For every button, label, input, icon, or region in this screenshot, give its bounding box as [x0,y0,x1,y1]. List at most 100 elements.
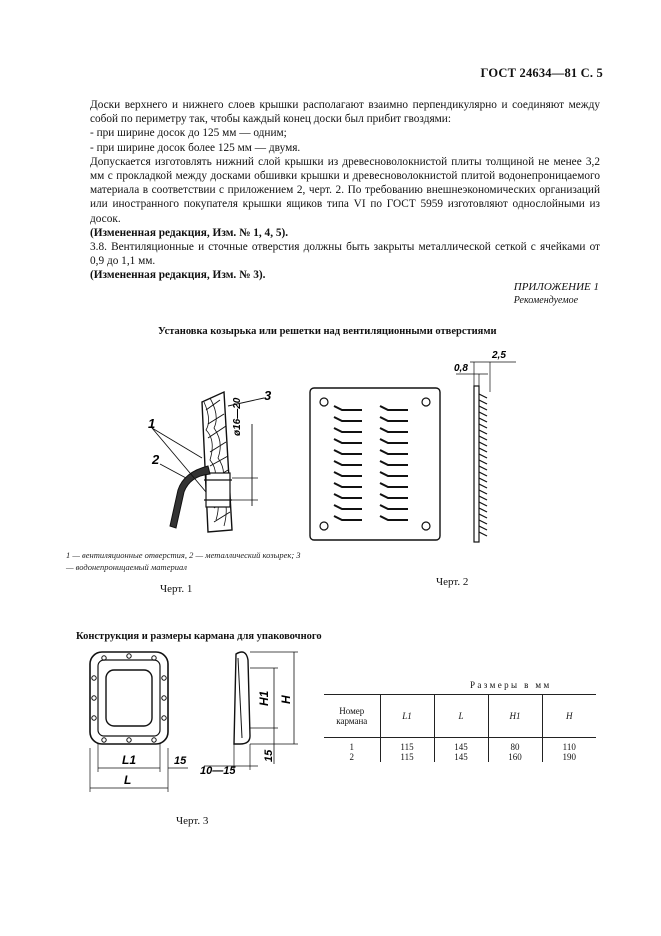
rivet [101,737,107,743]
dim-H: H [279,695,293,704]
dim-H1: H1 [257,690,271,706]
figure1-drawing: ø16—20 1 2 3 [148,388,272,533]
profile-louver [478,423,488,429]
dim-h15: 15 [263,749,275,762]
rivet [101,655,107,661]
paragraph-3: 3.8. Вентиляционные и сточные отверстия … [90,241,600,268]
profile-louver [478,465,488,471]
table-header-cell: L [434,694,489,738]
visor-shape [169,465,211,529]
figure1-caption: Черт. 1 [160,583,193,595]
louver-slot [333,416,362,422]
louver-slot [333,504,362,510]
profile-louver [478,435,488,441]
page-header: ГОСТ 24634—81 С. 5 [480,66,603,80]
profile-louver [478,501,488,507]
figure3-pocket-side: H1 H 15 10—15 [200,651,298,777]
louver-slot [333,460,362,466]
paragraph-2: Допускается изготовлять нижний слой крыш… [90,155,600,225]
table-cell: 190 [562,752,577,762]
profile-louver [478,507,488,513]
louver-slot [333,427,362,433]
rivet [151,655,157,661]
profile-louver [478,519,488,525]
body-text: Доски верхнего и нижнего слоев крышки ра… [90,98,600,283]
rivet [91,715,97,721]
table-header-cell: H [542,694,596,738]
rivet [91,695,97,701]
louver-slot [333,482,362,488]
profile-louver [478,525,488,531]
profile-louver [478,399,488,405]
paragraph-1: Доски верхнего и нижнего слоев крышки ра… [90,98,600,126]
louver-slot [333,405,362,411]
figure2-plate [309,387,441,541]
profile-louver [478,531,488,537]
rivet [161,715,167,721]
rivet [161,675,167,681]
louver-slot [379,405,408,411]
table-header-cell: H1 [488,694,543,738]
louver-slot [379,471,408,477]
rivet [161,695,167,701]
louver-slot [333,515,362,521]
louver-slot [379,449,408,455]
louver-slot [379,493,408,499]
louver-slot [333,449,362,455]
table-cell: 2 [324,752,381,762]
label-1: 1 [148,416,155,431]
figure3-pocket-front: L1 L 15 [89,651,188,792]
louver-slot [333,438,362,444]
table-caption: Размеры в мм [470,680,552,690]
profile-louver [478,513,488,519]
dim-L1: L1 [122,753,136,767]
label-2: 2 [151,452,160,467]
list-item-2: - при ширине досок более 125 мм — двумя. [90,141,301,154]
rivet [91,675,97,681]
label-3: 3 [264,388,272,403]
table-cell: 110 [562,742,576,752]
louver-slot [379,515,408,521]
appendix-subtitle: Рекомендуемое [513,295,579,306]
dim-diameter-label: ø16—20 [232,397,243,436]
table-header-cell: Номер кармана [324,694,381,738]
table-cell: 115 [380,752,435,762]
louvers [333,405,408,521]
dim-0-8: 0,8 [454,363,468,374]
profile-louver [478,417,488,423]
louver-slot [379,438,408,444]
profile-louver [478,447,488,453]
table-cell: 145 [434,752,489,762]
rivet [126,653,132,659]
profile-louver [478,429,488,435]
profile-louver [478,483,488,489]
list-item-1: - при ширине досок до 125 мм — одним; [90,127,287,140]
figure3-caption: Черт. 3 [176,815,209,827]
edit-note-2: (Измененная редакция, Изм. № 3). [90,269,266,282]
louver-slot [379,504,408,510]
appendix-title: ПРИЛОЖЕНИЕ 1 [513,281,599,293]
board-shape [201,390,233,533]
table-cell: 145 [434,737,489,752]
louver-slot [379,416,408,422]
profile-louver [478,495,488,501]
dim-2-5: 2,5 [491,350,506,361]
dim-range: 10—15 [200,765,236,777]
table-cell: 1 [324,737,381,752]
dim-w15: 15 [174,755,187,767]
rivet [126,737,132,743]
table-cell: 160 [488,752,543,762]
vent-hole [204,472,232,508]
profile-louver [478,453,488,459]
profile-louver [478,489,488,495]
profile-louver [478,441,488,447]
table-cell: 115 [380,737,435,752]
table-header-cell: L1 [380,694,435,738]
profile-louver [478,459,488,465]
table-cell: 80 [488,737,543,752]
profile-louver [478,471,488,477]
